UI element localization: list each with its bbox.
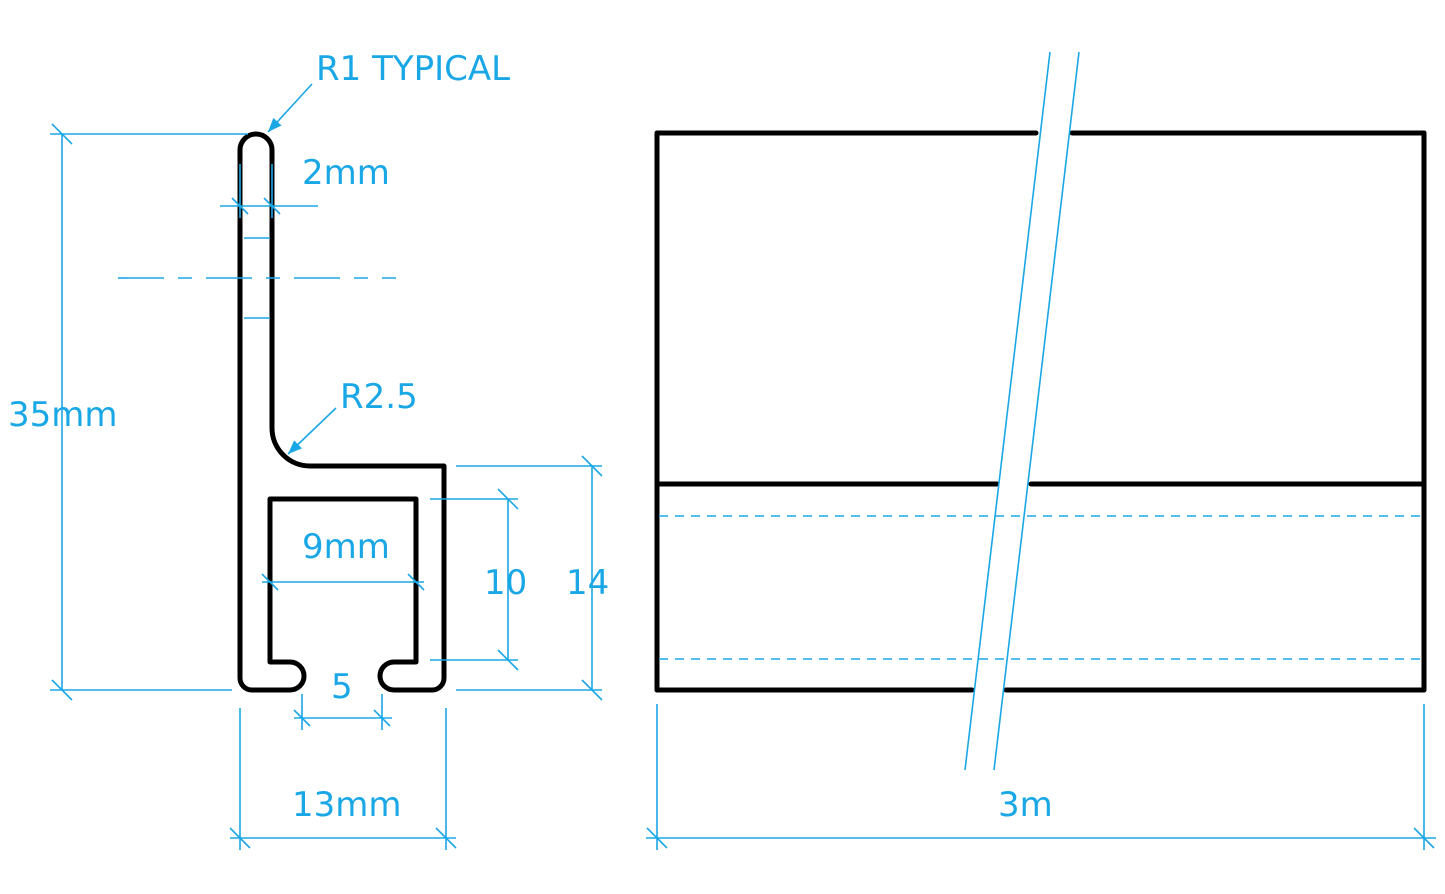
profile-view: R1 TYPICAL 2mm 35mm R2.5 9mm 10 14 5 13m…: [8, 49, 609, 850]
leader-r2-5: [287, 407, 337, 455]
label-wall-thickness: 2mm: [302, 153, 390, 193]
tick: [231, 197, 249, 215]
side-view: 3m: [646, 51, 1436, 850]
tick: [51, 679, 73, 701]
label-r1-typical: R1 TYPICAL: [316, 49, 510, 89]
tick: [646, 827, 668, 849]
tick: [263, 197, 281, 215]
tick: [581, 455, 603, 477]
tick: [293, 709, 311, 727]
label-length: 3m: [998, 785, 1053, 825]
profile-labels: R1 TYPICAL 2mm 35mm R2.5 9mm 10 14 5 13m…: [8, 49, 609, 825]
tick: [229, 827, 251, 849]
label-total-width: 13mm: [292, 785, 402, 825]
label-inner-radius: R2.5: [340, 377, 418, 417]
label-channel-width: 9mm: [302, 527, 390, 567]
break-line: [993, 51, 1080, 771]
tick: [261, 573, 279, 591]
label-channel-height: 14: [566, 563, 609, 603]
leader-r1: [267, 83, 313, 133]
tick: [373, 709, 391, 727]
break-line: [964, 51, 1051, 771]
label-slot-opening: 5: [331, 667, 353, 707]
profile-outline: [237, 131, 447, 693]
tick: [407, 573, 425, 591]
label-total-height: 35mm: [8, 395, 118, 435]
profile-dimensions: [50, 83, 603, 850]
tick: [497, 649, 519, 671]
tick: [51, 123, 73, 145]
tick: [435, 827, 457, 849]
tick: [497, 488, 519, 510]
tick: [581, 679, 603, 701]
label-channel-depth: 10: [484, 563, 527, 603]
side-view-dimensions: [646, 51, 1436, 850]
tick: [1413, 827, 1435, 849]
side-view-outline: [654, 130, 1427, 693]
